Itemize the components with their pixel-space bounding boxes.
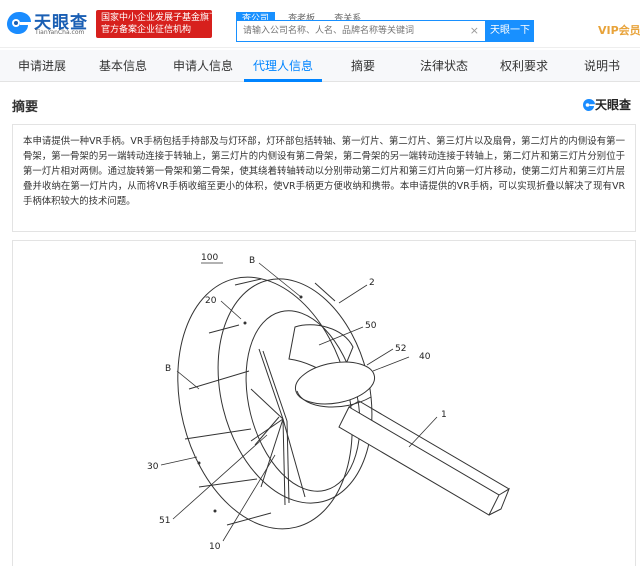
tab-application-progress[interactable]: 申请进展 (17, 59, 66, 73)
label-50: 50 (365, 321, 377, 331)
ring-front-edge (177, 276, 353, 530)
section-title: 摘要 (12, 100, 39, 115)
label-b-left: B (165, 364, 171, 374)
search-box: × (236, 20, 486, 42)
tab-legal-status[interactable]: 法律状态 (419, 59, 468, 73)
clear-icon[interactable]: × (469, 24, 479, 37)
search-type-tabs: 查公司 查老板 查关系 (236, 6, 369, 26)
official-badge: 国家中小企业发展子基金旗下 官方备案企业征信机构 (96, 10, 219, 38)
leader-lines (160, 262, 438, 542)
search-input[interactable] (237, 21, 469, 41)
abstract-text-box: 本申请提供一种VR手柄。VR手柄包括手持部及与灯环部，灯环部包括转轴、第一灯片、… (12, 124, 636, 232)
logo-domain-text: TianYanCha.com (35, 29, 85, 36)
abstract-section-header: 摘要 天眼查 (0, 92, 640, 118)
badge-line-1: 国家中小企业发展子基金旗下 (101, 13, 219, 23)
badge-line-2: 官方备案企业征信机构 (101, 25, 192, 35)
label-10: 10 (209, 542, 221, 552)
search-tab-boss[interactable]: 查老板 (288, 14, 316, 24)
tab-applicant-info[interactable]: 申请人信息 (172, 59, 233, 73)
tab-claims[interactable]: 权利要求 (499, 59, 548, 73)
hub-cap-lower (296, 390, 372, 408)
tab-description[interactable]: 说明书 (583, 59, 620, 73)
patent-drawing-panel: 100 B 2 20 50 52 40 1 B 30 51 10 (12, 240, 636, 566)
active-tab-indicator (244, 79, 322, 82)
search-button[interactable]: 天眼一下 (486, 20, 534, 42)
label-40: 40 (419, 352, 431, 362)
label-1: 1 (441, 410, 447, 420)
ring-inner-edge (245, 310, 361, 492)
label-20: 20 (205, 296, 217, 306)
tab-abstract[interactable]: 摘要 (350, 59, 375, 73)
fan-rib-spokes (250, 348, 306, 506)
tab-basic-info[interactable]: 基本信息 (98, 59, 147, 73)
label-2: 2 (369, 278, 375, 288)
hub-cap (294, 361, 376, 405)
label-100: 100 (201, 253, 218, 263)
watermark-text: 天眼查 (595, 98, 632, 112)
top-header: 天眼查 TianYanCha.com 国家中小企业发展子基金旗下 官方备案企业征… (0, 0, 640, 48)
patent-drawing: 100 B 2 20 50 52 40 1 B 30 51 10 (147, 253, 511, 552)
abstract-text: 本申请提供一种VR手柄。VR手柄包括手持部及与灯环部，灯环部包括转轴、第一灯片、… (23, 136, 625, 207)
vip-member-link[interactable]: VIP会员 (598, 24, 640, 37)
eye-logo-icon (583, 99, 595, 111)
eye-logo-icon (7, 12, 31, 34)
handle-body (338, 400, 511, 516)
label-b-top: B (249, 256, 255, 266)
tianyancha-logo[interactable]: 天眼查 TianYanCha.com (6, 8, 92, 40)
label-30: 30 (147, 462, 159, 472)
logo-text: 天眼查 (34, 13, 88, 33)
patent-nav-tabs: 申请进展 基本信息 申请人信息 代理人信息 摘要 法律状态 权利要求 说明书 (0, 50, 640, 82)
search-tab-relation[interactable]: 查关系 (334, 14, 362, 24)
label-52: 52 (395, 344, 406, 354)
ring-dots (197, 295, 303, 513)
label-51: 51 (159, 516, 170, 526)
tab-agent-info[interactable]: 代理人信息 (252, 59, 313, 73)
